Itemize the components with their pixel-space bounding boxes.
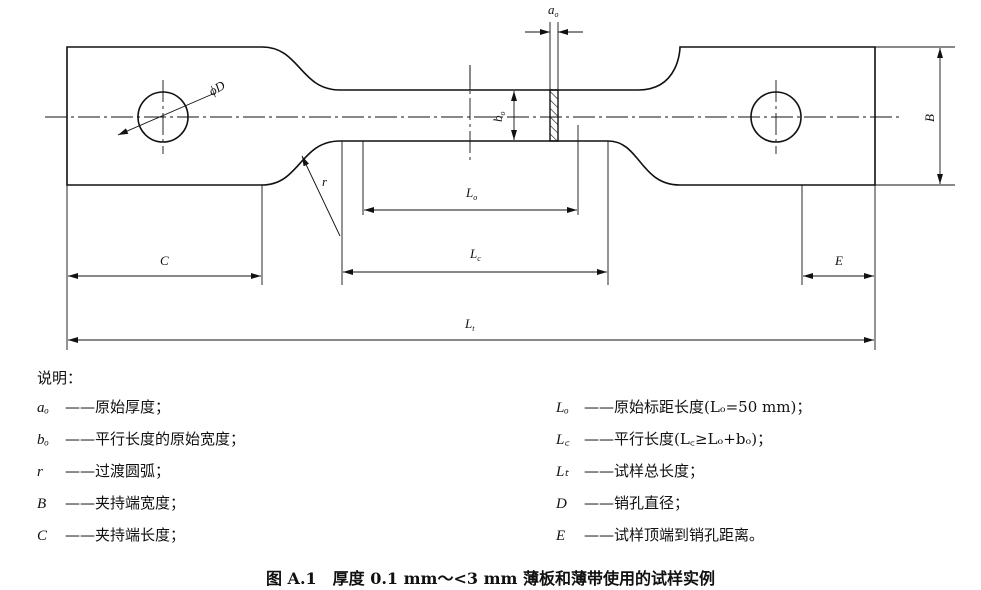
legend-item: aₒ——原始厚度； (37, 398, 171, 416)
legend-item: C——夹持端长度； (37, 526, 186, 544)
label-r: r (322, 174, 328, 189)
legend-item: L꜀——平行长度(L꜀≥Lₒ+bₒ)； (556, 430, 773, 448)
figure-caption: 图 A.1 厚度 0.1 mm～<3 mm 薄板和薄带使用的试样实例 (265, 569, 716, 588)
label-b0: bo (490, 112, 507, 123)
legend-item: r——过渡圆弧； (37, 462, 171, 480)
cross-section (549, 89, 559, 142)
legend-item: bₒ——平行长度的原始宽度； (37, 430, 246, 448)
legend-item: D——销孔直径； (556, 494, 690, 512)
legend-title: 说明： (37, 369, 83, 387)
legend-item: Lₜ——试样总长度； (556, 462, 705, 480)
label-Lt: Lt (464, 316, 475, 333)
legend-item: B——夹持端宽度； (37, 494, 186, 512)
label-E: E (834, 253, 843, 268)
legend-item: Lₒ——原始标距长度(Lₒ=50 mm)； (556, 398, 812, 416)
label-a0: ao (548, 2, 559, 19)
legend-left: aₒ——原始厚度； bₒ——平行长度的原始宽度； r——过渡圆弧； B——夹持端… (37, 392, 245, 552)
label-C: C (160, 253, 169, 268)
legend-item: E——试样顶端到销孔距离。 (556, 526, 765, 544)
label-L0: Lo (465, 185, 477, 202)
label-B: B (922, 114, 937, 122)
label-phiD: ϕD (206, 77, 228, 98)
label-Lc: Lc (469, 246, 481, 263)
legend-right: Lₒ——原始标距长度(Lₒ=50 mm)； L꜀——平行长度(L꜀≥Lₒ+bₒ)… (556, 392, 811, 552)
specimen-drawing: ao bo ϕD r Lo Lc Lt C E B (45, 2, 955, 350)
